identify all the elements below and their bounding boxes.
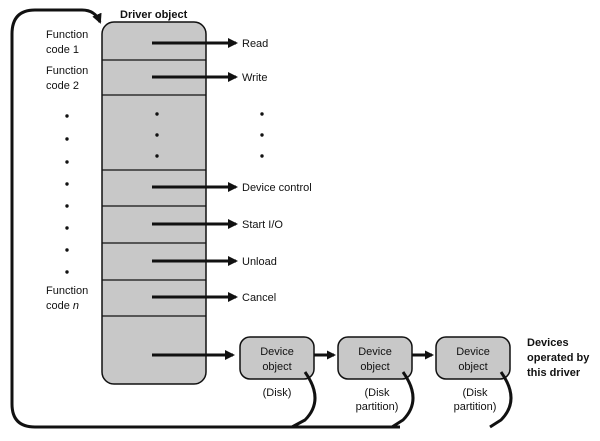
devices-label: operated by [527,352,590,364]
device-caption: (Disk [462,387,488,399]
device-caption: partition) [356,401,399,413]
device-object-label: object [360,361,389,373]
ellipsis-dot [65,226,69,230]
function-code-1-label: Function [46,29,88,41]
driver-loop-arrow [10,8,400,429]
function-code-n-label: code n [46,300,79,312]
driver-backpointer-arrow [489,371,513,429]
function-code-n-label: Function [46,285,88,297]
devices-label: this driver [527,367,581,379]
ellipsis-dot [65,204,69,208]
driver-backpointer-arrow [291,371,317,429]
device-object-box [435,336,511,380]
ellipsis-dot [155,154,159,158]
device-object-box [239,336,315,380]
ellipsis-dot [65,137,69,141]
dispatch-target-device-control: Device control [242,182,312,194]
device-object-label: object [458,361,487,373]
dispatch-target-read: Read [242,38,268,50]
dispatch-target-unload: Unload [242,256,277,268]
device-object-label: Device [260,346,294,358]
function-code-2-label: code 2 [46,80,79,92]
ellipsis-dot [155,133,159,137]
ellipsis-dot [65,182,69,186]
ellipsis-dot [65,248,69,252]
devices-label: Devices [527,337,569,349]
dispatch-target-write: Write [242,72,267,84]
ellipsis-dot [155,112,159,116]
ellipsis-dot [260,133,264,137]
device-object-label: Device [358,346,392,358]
ellipsis-dot [65,160,69,164]
ellipsis-dot [260,154,264,158]
ellipsis-dot [65,114,69,118]
diagram-title: Driver object [120,9,188,21]
device-caption: partition) [454,401,497,413]
device-object-label: object [262,361,291,373]
driver-object-box [101,21,207,385]
function-code-2-label: Function [46,65,88,77]
function-code-1-label: code 1 [46,44,79,56]
dispatch-target-start-io: Start I/O [242,219,283,231]
driver-backpointer-arrow [391,371,415,429]
device-object-label: Device [456,346,490,358]
device-caption: (Disk [364,387,390,399]
device-object-box [337,336,413,380]
ellipsis-dot [65,270,69,274]
dispatch-target-cancel: Cancel [242,292,276,304]
device-caption: (Disk) [263,387,292,399]
ellipsis-dot [260,112,264,116]
